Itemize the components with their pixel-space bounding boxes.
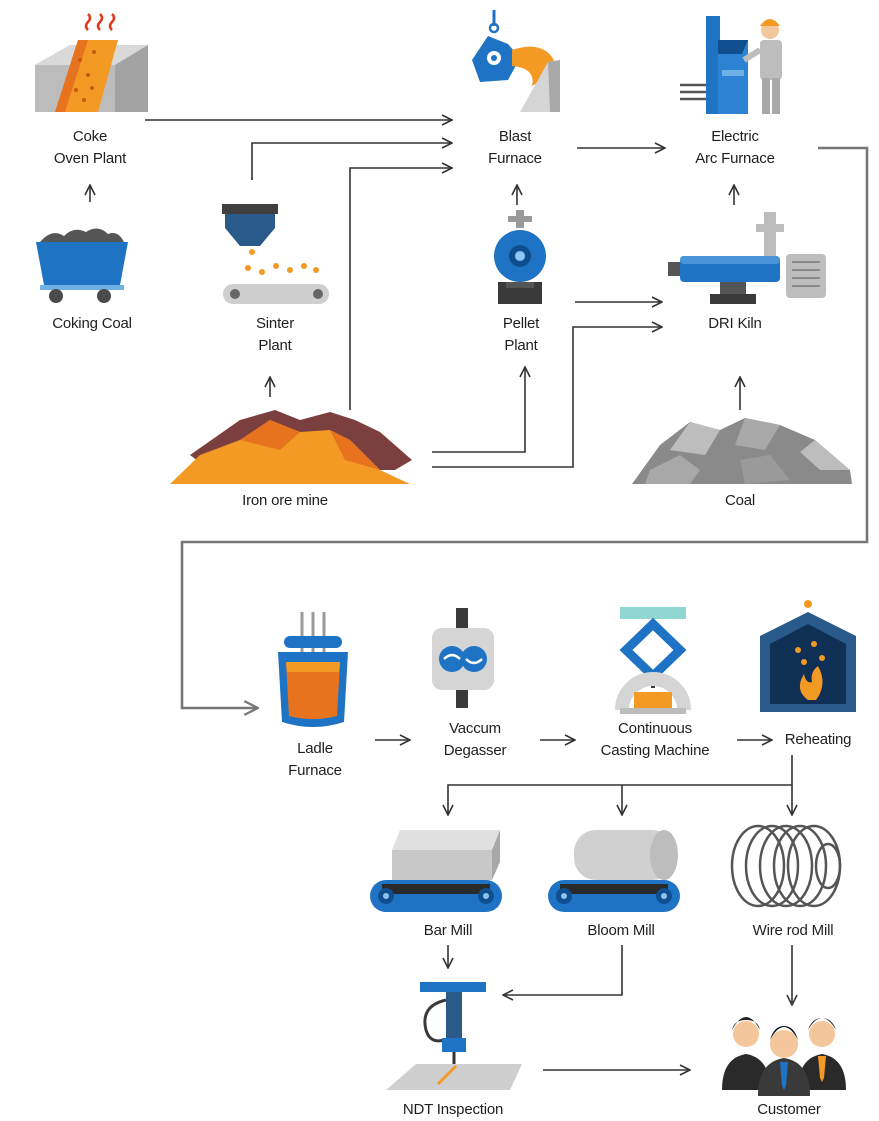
coke-oven-icon [35, 13, 148, 112]
arc-furnace-worker-icon [680, 16, 782, 114]
label-ndt: NDT Inspection [402, 1101, 504, 1118]
arrow-ore-to-blast [349, 168, 452, 410]
vacuum-degasser-icon [432, 608, 494, 708]
ore-pile-icon [170, 410, 412, 484]
label-eaf: Electric Arc Furnace [695, 128, 775, 167]
label-coking-coal: Coking Coal [52, 315, 132, 332]
label-coke-oven: Coke Oven Plant [53, 128, 127, 167]
arrow-reheating-to-mills [448, 755, 793, 815]
ladle-pour-icon [472, 10, 560, 112]
label-bar-mill: Bar Mill [423, 922, 473, 939]
reheating-furnace-icon [760, 600, 856, 712]
label-vacuum: Vaccum Degasser [443, 720, 507, 759]
label-ladle: Ladle Furnace [288, 740, 342, 779]
arrow-sinter-to-blast [251, 143, 452, 180]
casting-machine-icon [615, 607, 691, 714]
connectors [90, 120, 792, 1070]
sinter-hopper-icon [222, 204, 329, 304]
bloom-conveyor-icon [548, 830, 680, 912]
people-group-icon [722, 1017, 846, 1096]
label-bloom-mill: Bloom Mill [587, 922, 655, 939]
bar-conveyor-icon [370, 830, 502, 912]
label-dri: DRI Kiln [708, 315, 762, 332]
label-sinter: Sinter Plant [256, 315, 294, 354]
ndt-probe-icon [386, 982, 522, 1090]
rotary-kiln-icon [668, 212, 826, 304]
label-wire-rod: Wire rod Mill [752, 922, 834, 939]
arrow-ore-to-dri [432, 327, 662, 468]
ladle-furnace-icon [278, 612, 348, 727]
label-customer: Customer [757, 1101, 821, 1118]
pellet-drum-icon [494, 210, 546, 304]
coal-cart-icon [36, 228, 128, 303]
arrow-ore-to-pellet [432, 367, 525, 453]
label-coal: Coal [724, 492, 756, 509]
label-iron-ore: Iron ore mine [242, 492, 328, 509]
wire-coil-icon [730, 824, 842, 908]
arrow-eaf-to-ladle [180, 146, 869, 708]
arrow-bloom-to-ndt [503, 945, 623, 995]
label-casting: Continuous Casting Machine [600, 720, 710, 759]
label-pellet: Pellet Plant [502, 315, 540, 354]
label-blast-furnace: Blast Furnace [488, 128, 542, 167]
coal-pile-icon [632, 418, 852, 484]
label-reheating: Reheating [784, 731, 852, 748]
